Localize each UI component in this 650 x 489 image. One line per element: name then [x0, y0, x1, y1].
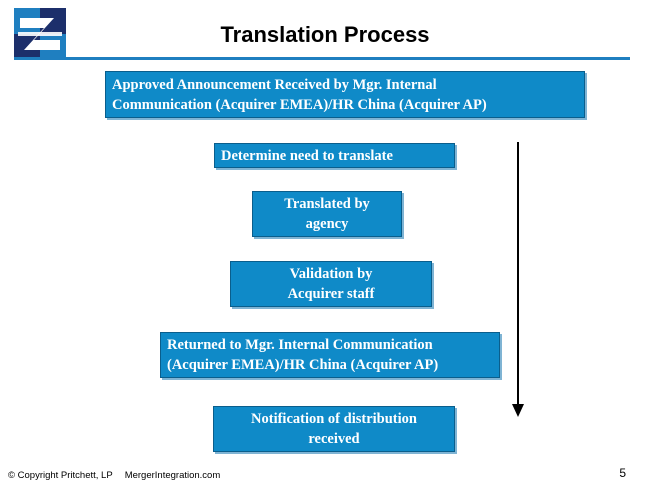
step-label: Approved Announcement Received by Mgr. I… [112, 76, 487, 113]
step-returned-to-mgr: Returned to Mgr. Internal Communication … [160, 332, 500, 378]
footer: © Copyright Pritchett, LP MergerIntegrati… [8, 470, 220, 481]
step-label: Validation by Acquirer staff [287, 266, 375, 302]
website-text: MergerIntegration.com [124, 470, 221, 481]
step-determine-need: Determine need to translate [214, 143, 455, 168]
step-approved-announcement: Approved Announcement Received by Mgr. I… [105, 71, 585, 118]
page-number: 5 [619, 466, 626, 480]
step-translated-by-agency: Translated by agency [252, 191, 402, 237]
slide-title: Translation Process [220, 22, 430, 47]
step-label: Returned to Mgr. Internal Communication … [167, 337, 439, 373]
down-arrow-icon [512, 142, 524, 417]
step-validation: Validation by Acquirer staff [230, 261, 432, 307]
step-label: Notification of distribution received [251, 411, 417, 447]
copyright-text: © Copyright Pritchett, LP [8, 470, 113, 481]
step-label: Determine need to translate [221, 147, 393, 164]
step-notification-received: Notification of distribution received [213, 406, 455, 452]
step-label: Translated by agency [284, 196, 370, 232]
company-logo-icon [14, 8, 66, 60]
title-divider [14, 57, 630, 60]
